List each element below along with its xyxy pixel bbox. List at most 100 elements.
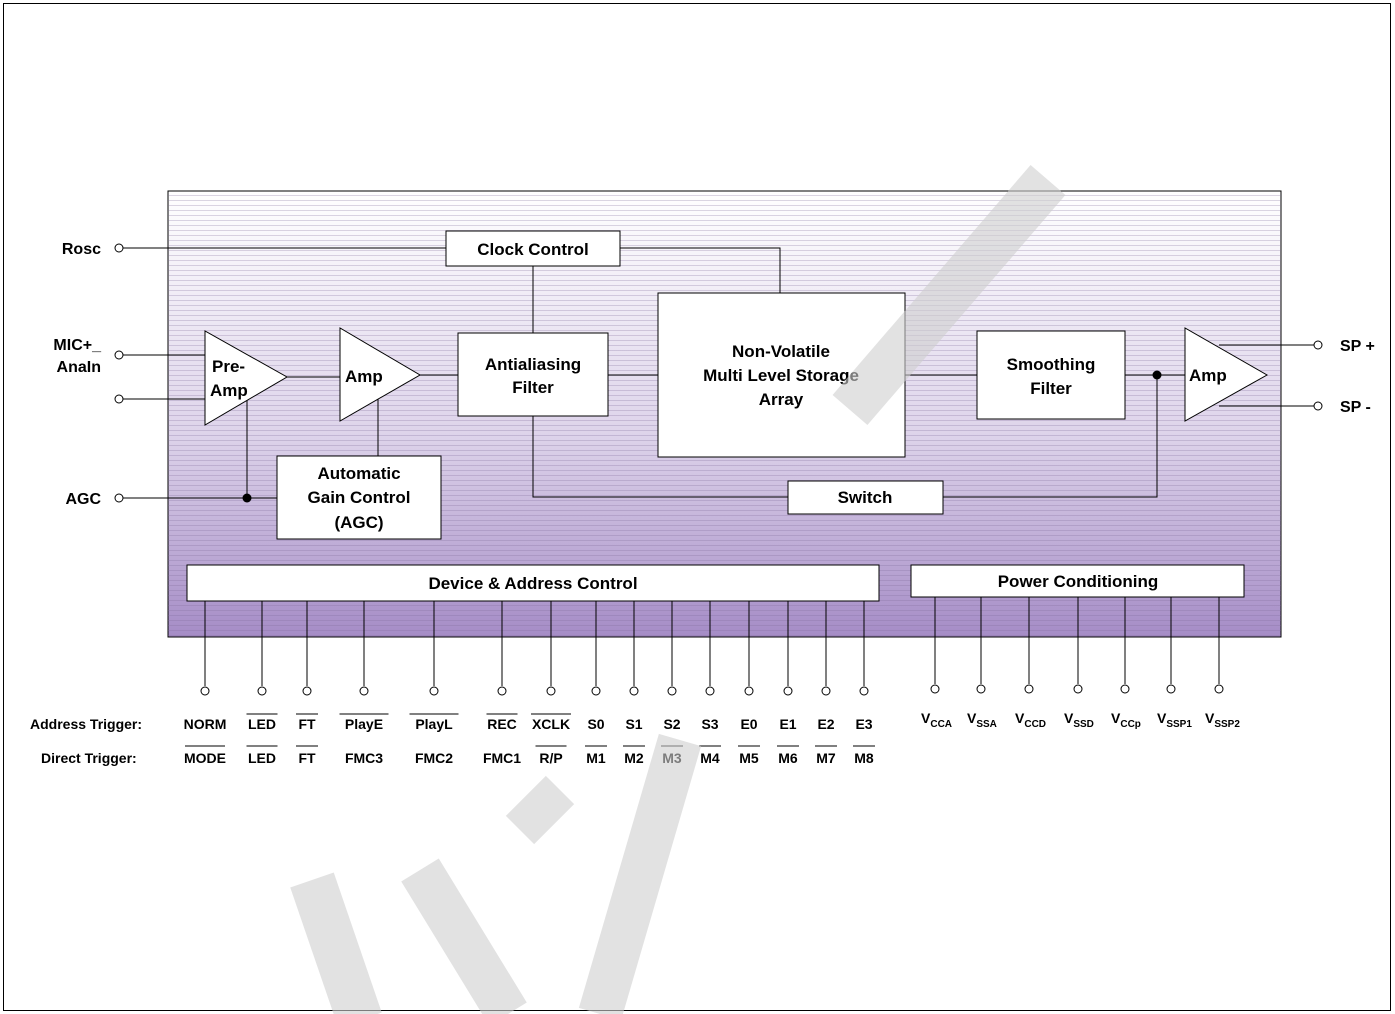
address-trigger-pin-label: NORM [184,716,227,732]
address-trigger-pin-label: S2 [663,716,680,732]
junction-dot [242,493,252,503]
power-pin-label: VCCA [921,710,952,730]
direct-trigger-pin-label: M1 [586,750,606,766]
direct-trigger-pin-label: R/P [539,750,562,766]
address-trigger-pin-label: E0 [740,716,757,732]
control-pin [497,686,507,696]
direct-trigger-pin-label: M2 [624,750,644,766]
agc-label-1: Automatic [317,464,400,483]
direct-trigger-pin-label: M7 [816,750,836,766]
clock-control-label: Clock Control [477,240,588,259]
address-trigger-pin-label: LED [248,716,276,732]
storage-label-3: Array [759,390,804,409]
address-trigger-pin-label: PlayE [345,716,383,732]
amp-triangle [339,327,421,422]
power-pin [1120,684,1130,694]
direct-trigger-row-label: Direct Trigger: [41,750,137,766]
address-trigger-pin-label: FT [298,716,316,732]
sp-minus-pin [1313,401,1323,411]
antialiasing-label-1: Antialiasing [485,355,581,374]
mic-pin [114,350,124,360]
direct-trigger-pin-label: FMC1 [483,750,521,766]
agc-label-2: Gain Control [308,488,411,507]
power-pin-label: VCCp [1111,710,1141,730]
power-pin [1166,684,1176,694]
watermark [290,164,1066,1014]
sp-plus-pin [1313,340,1323,350]
direct-trigger-pin-label: M8 [854,750,874,766]
control-pin [546,686,556,696]
address-trigger-pin-label: REC [487,716,517,732]
device-address-control-block [186,564,880,602]
control-pin [629,686,639,696]
direct-trigger-pin-label: LED [248,750,276,766]
junction-dot [1152,370,1162,380]
storage-label-2: Multi Level Storage [703,366,859,385]
power-pin [976,684,986,694]
preamp-label-1: Pre- [212,357,245,376]
mic-label: MIC+_ [53,337,102,354]
rosc-label: Rosc [62,241,101,258]
power-pin [1214,684,1224,694]
agc-label-3: (AGC) [334,513,383,532]
diagram-frame [3,3,1391,1011]
direct-trigger-pin-label: M4 [700,750,720,766]
preamp-label-2: Amp [210,381,248,400]
power-pin [1073,684,1083,694]
address-trigger-pin-label: S3 [701,716,718,732]
agc-pin [114,493,124,503]
control-pin [591,686,601,696]
address-trigger-pin-label: E3 [855,716,872,732]
anain-label: AnaIn [57,359,101,376]
control-pin [359,686,369,696]
address-trigger-row-label: Address Trigger: [30,716,142,732]
rosc-pin [114,243,124,253]
direct-trigger-pin-label: FMC3 [345,750,383,766]
address-trigger-pin-label: E2 [817,716,834,732]
agc-block [276,455,442,540]
power-conditioning-block [910,564,1245,598]
power-pin [1024,684,1034,694]
sp-plus-label: SP + [1340,338,1375,355]
preamp-triangle [204,330,289,426]
smoothing-label-2: Filter [1030,379,1072,398]
signal-wires [123,247,1314,499]
anain-pin [114,394,124,404]
power-pin [930,684,940,694]
output-amp-label: Amp [1189,366,1227,385]
power-pin-label: VCCD [1015,710,1046,730]
address-trigger-pin-label: XCLK [532,716,570,732]
direct-trigger-pin-label: M6 [778,750,798,766]
control-pin [429,686,439,696]
agc-pin-label: AGC [65,491,101,508]
control-pin [859,686,869,696]
output-amp-triangle [1184,327,1269,422]
control-pin [257,686,267,696]
antialiasing-filter-block [457,332,609,417]
clock-control-block [445,230,621,267]
address-trigger-pin-label: S0 [587,716,604,732]
switch-block [787,480,944,515]
switch-label: Switch [838,488,893,507]
control-pin [821,686,831,696]
power-pin-label: VSSA [967,710,997,730]
address-trigger-pin-label: S1 [625,716,642,732]
antialiasing-label-2: Filter [512,378,554,397]
direct-trigger-pin-label: M5 [739,750,759,766]
control-pin [783,686,793,696]
power-pin-label: VSSP2 [1205,710,1240,730]
sp-minus-label: SP - [1340,399,1371,416]
control-pin [744,686,754,696]
power-pin-label: VSSP1 [1157,710,1192,730]
device-address-label: Device & Address Control [428,574,637,593]
address-trigger-pin-label: E1 [779,716,796,732]
smoothing-label-1: Smoothing [1007,355,1096,374]
direct-trigger-pin-label: FT [298,750,316,766]
direct-trigger-pin-label: FMC2 [415,750,453,766]
control-pin [200,686,210,696]
power-conditioning-label: Power Conditioning [998,572,1159,591]
control-pin [667,686,677,696]
control-pin [705,686,715,696]
